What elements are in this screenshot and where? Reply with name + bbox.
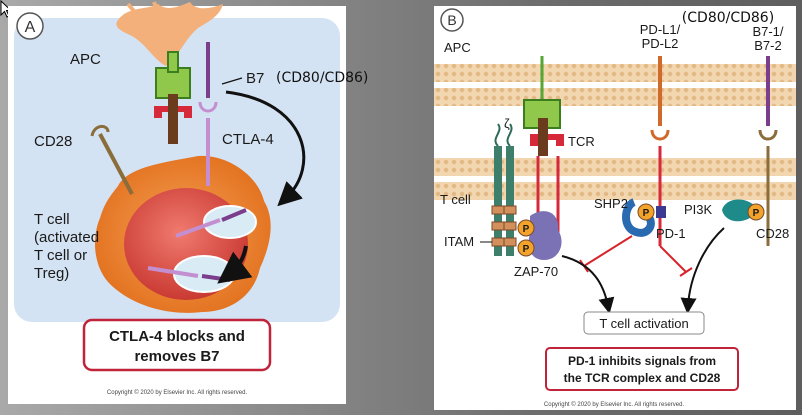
tcell-label-3: T cell or bbox=[34, 247, 87, 264]
corner-handwritten-note: (CD80/CD86) bbox=[682, 10, 774, 26]
caption-b-line-1: PD-1 inhibits signals from bbox=[568, 354, 716, 368]
shp2 bbox=[622, 198, 655, 237]
b7-label: B7 bbox=[246, 70, 264, 87]
caption-a-line-1: CTLA-4 blocks and bbox=[109, 328, 245, 345]
phospho-shp2 bbox=[637, 203, 655, 221]
panel-a-letter: A bbox=[25, 19, 36, 36]
panel-b-badge bbox=[440, 8, 464, 32]
activation-label: T cell activation bbox=[599, 316, 688, 331]
shp2-label: SHP2 bbox=[594, 196, 628, 211]
pd1-diagram: B (CD80/CD86) APC PD-L1/ PD-L2 B7-1/ B7-… bbox=[434, 8, 796, 408]
itam-label: ITAM bbox=[444, 234, 474, 249]
activation-arrow-tcr bbox=[561, 255, 615, 314]
panel-a-badge bbox=[16, 12, 44, 40]
svg-text:P: P bbox=[523, 224, 530, 235]
tcell-membrane bbox=[434, 158, 796, 176]
b7-handwritten-note: (CD80/CD86) bbox=[276, 70, 368, 86]
phospho-zap-2 bbox=[517, 239, 535, 257]
cd28-label: CD28 bbox=[34, 133, 72, 150]
pi3k-label: PI3K bbox=[684, 202, 713, 217]
caption-a-line-2: removes B7 bbox=[134, 348, 219, 365]
tcell-label-b: T cell bbox=[440, 192, 471, 207]
zap70 bbox=[528, 211, 562, 260]
panel-a: A APC B7 (CD80/CD86) CD28 CTLA-4 T cell … bbox=[8, 1, 368, 404]
svg-text:P: P bbox=[643, 208, 650, 219]
svg-text:P: P bbox=[523, 244, 530, 255]
inhibition-line-1 bbox=[583, 235, 633, 267]
activation-arrow-cd28 bbox=[680, 227, 725, 314]
apc-dendrite bbox=[116, 2, 223, 66]
panel-b: B (CD80/CD86) APC PD-L1/ PD-L2 B7-1/ B7-… bbox=[434, 6, 796, 410]
phospho-cd28 bbox=[747, 203, 765, 221]
pd1-label: PD-1 bbox=[656, 226, 686, 241]
caption-box-b bbox=[545, 347, 739, 391]
apc-label-b: APC bbox=[444, 40, 471, 55]
activation-box bbox=[583, 311, 705, 335]
tcell-label-1: T cell bbox=[34, 211, 70, 228]
tcell-label-4: Treg) bbox=[34, 265, 69, 282]
copyright-a: Copyright © 2020 by Elsevier Inc. All ri… bbox=[107, 389, 247, 396]
ctla4-diagram: A APC B7 (CD80/CD86) CD28 CTLA-4 T cell … bbox=[14, 1, 368, 396]
tcr-label: TCR bbox=[568, 134, 595, 149]
vesicle-1 bbox=[203, 205, 257, 239]
copyright-b: Copyright © 2020 by Elsevier Inc. All ri… bbox=[544, 401, 684, 408]
apc-label: APC bbox=[70, 51, 101, 68]
tcell-label-2: (activated bbox=[34, 229, 99, 246]
pdl-label-1: PD-L1/ bbox=[640, 22, 681, 37]
zap70-label: ZAP-70 bbox=[514, 264, 558, 279]
panel-b-letter: B bbox=[447, 12, 456, 28]
caption-b-line-2: the TCR complex and CD28 bbox=[564, 371, 721, 385]
cd28-label-b: CD28 bbox=[756, 226, 789, 241]
zeta-label: ζ bbox=[504, 116, 510, 131]
ctla4-label: CTLA-4 bbox=[222, 131, 274, 148]
apc-membrane bbox=[434, 64, 796, 82]
inhibition-line-2 bbox=[659, 245, 687, 273]
b7-label-2: B7-2 bbox=[754, 38, 781, 53]
phospho-zap-1 bbox=[517, 219, 535, 237]
b7-label-1: B7-1/ bbox=[752, 24, 783, 39]
caption-box-a bbox=[82, 318, 272, 372]
internalization-arrow bbox=[225, 90, 306, 207]
pdl-label-2: PD-L2 bbox=[642, 36, 679, 51]
itam-box-1 bbox=[491, 205, 505, 215]
svg-text:P: P bbox=[753, 208, 760, 219]
cd28-receptor bbox=[98, 133, 134, 195]
